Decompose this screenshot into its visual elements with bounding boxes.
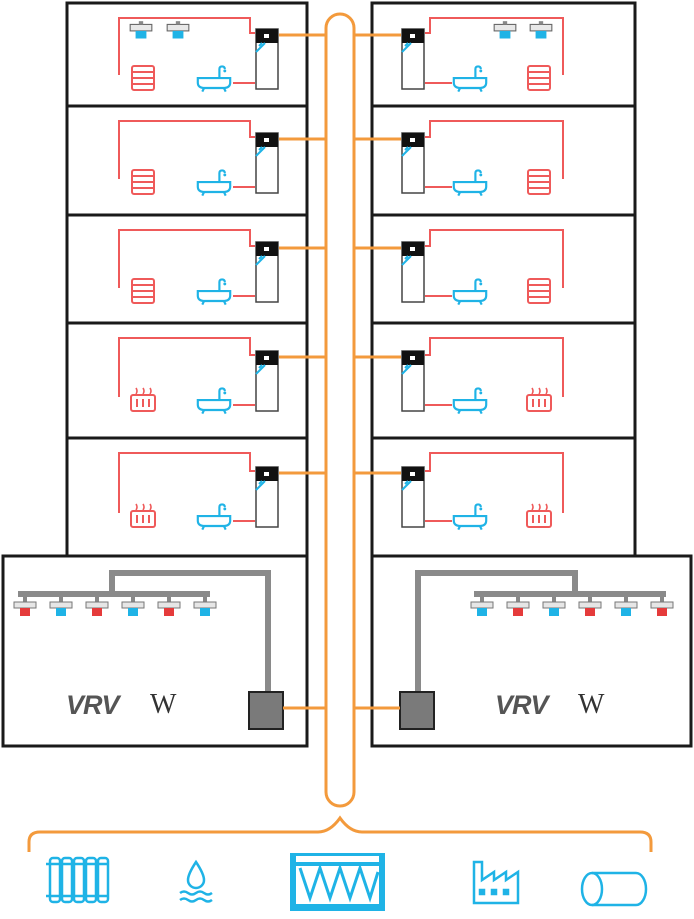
floor-left-1-equipment bbox=[118, 17, 326, 93]
water-heat-pump-icon bbox=[255, 349, 279, 413]
heat-source-brace bbox=[27, 815, 653, 852]
heating-pipe-left bbox=[118, 120, 255, 179]
vrv-system-right bbox=[354, 570, 674, 730]
heating-pipe-left bbox=[118, 337, 255, 397]
floor-left-5-equipment bbox=[118, 452, 326, 531]
vrv-suffix-right: W bbox=[578, 689, 605, 720]
water-heat-pump-icon bbox=[401, 465, 425, 529]
water-heat-pump-icon bbox=[401, 27, 425, 91]
radiator-source-icon bbox=[46, 856, 110, 904]
refrigerant-header-left bbox=[18, 591, 210, 597]
water-heat-pump-icon bbox=[401, 131, 425, 195]
water-source-icon bbox=[179, 859, 213, 903]
vrv-w-unit-right bbox=[399, 691, 435, 730]
refrigerant-line-right bbox=[415, 570, 578, 692]
heating-pipe-left bbox=[118, 229, 255, 288]
heating-pipe-right bbox=[425, 17, 564, 75]
vrv-suffix-left: W bbox=[150, 689, 177, 720]
heating-pipe-right bbox=[425, 337, 564, 397]
water-heat-pump-icon bbox=[401, 349, 425, 413]
water-heat-pump-icon bbox=[255, 465, 279, 529]
floor-contents bbox=[118, 17, 564, 531]
floor-left-3-equipment bbox=[118, 229, 326, 306]
heating-pipe-left bbox=[118, 17, 255, 75]
vrv-logo-right: VRV bbox=[495, 690, 549, 720]
refrigerant-line-left bbox=[109, 570, 271, 692]
floor-right-3-equipment bbox=[354, 229, 564, 306]
vrv-logo-left: VRV bbox=[66, 690, 120, 720]
vrv-system-left bbox=[13, 570, 326, 730]
floor-right-4-equipment bbox=[354, 337, 564, 415]
water-heat-pump-icon bbox=[401, 240, 425, 304]
floor-left-2-equipment bbox=[118, 120, 326, 197]
heating-pipe-left bbox=[118, 452, 255, 513]
heating-pipe-right bbox=[425, 120, 564, 179]
water-heat-pump-icon bbox=[255, 131, 279, 195]
tank-icon bbox=[580, 871, 648, 907]
heating-pipe-right bbox=[425, 229, 564, 288]
vrv-w-unit-left bbox=[248, 691, 284, 730]
cooling-tower-icon bbox=[290, 853, 385, 911]
floor-right-5-equipment bbox=[354, 452, 564, 531]
floor-right-2-equipment bbox=[354, 120, 564, 197]
floor-right-1-equipment bbox=[354, 17, 564, 93]
water-loop-riser bbox=[324, 12, 356, 808]
water-heat-pump-icon bbox=[255, 240, 279, 304]
water-heat-pump-icon bbox=[255, 27, 279, 91]
building-right-floors bbox=[370, 1, 637, 558]
refrigerant-header-right bbox=[474, 591, 666, 597]
heating-pipe-right bbox=[425, 452, 564, 513]
floor-left-4-equipment bbox=[118, 337, 326, 415]
industry-icon bbox=[472, 860, 520, 905]
